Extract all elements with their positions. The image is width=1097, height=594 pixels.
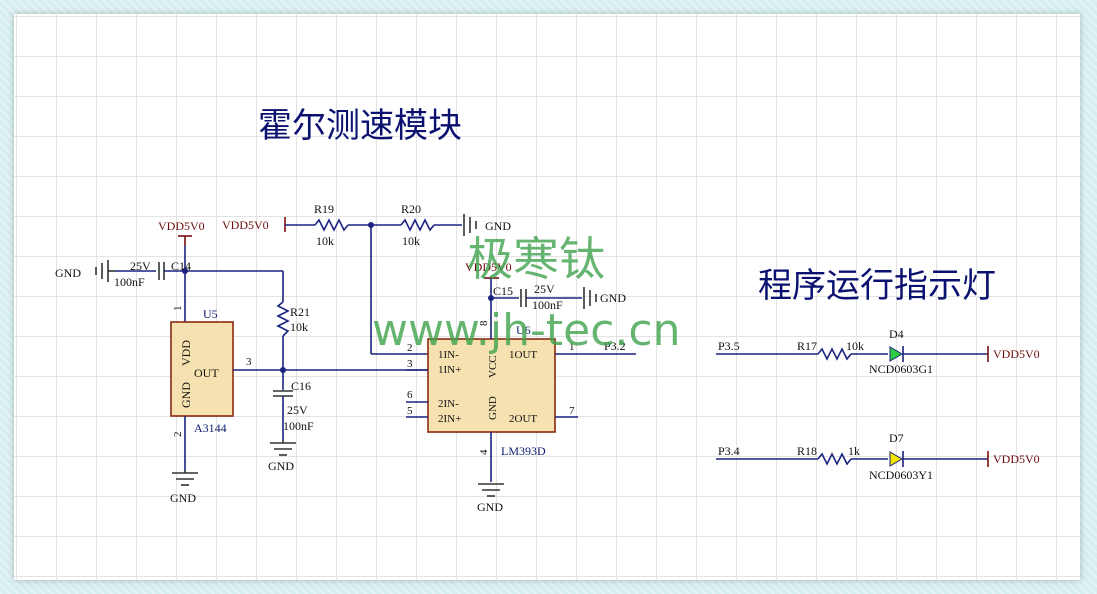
u6-pin3-num: 3: [407, 358, 413, 370]
u5-pin2-num: 2: [172, 432, 184, 438]
r19-ref: R19: [314, 202, 334, 216]
d7-led: [889, 451, 903, 467]
u6-pin1-num: 1: [569, 341, 575, 353]
u6-pin7-num: 7: [569, 405, 575, 417]
vdd-label-r19: VDD5V0: [222, 218, 269, 232]
r18-ref: R18: [797, 444, 817, 458]
r17-ref: R17: [797, 339, 817, 353]
vdd-label-u6: VDD5V0: [465, 260, 512, 274]
u5-part: A3144: [194, 421, 227, 435]
c14-ref: C14: [171, 259, 191, 273]
r21-ref: R21: [290, 305, 310, 319]
u6-in2p: 2IN+: [438, 413, 461, 425]
u5-ref: U5: [203, 307, 218, 321]
schematic-sheet: [14, 14, 1080, 580]
r20-resistor: [400, 218, 435, 232]
gnd-label-c15: GND: [600, 291, 626, 305]
c14-value: 100nF: [114, 275, 145, 289]
u6-out1: 1OUT: [509, 349, 537, 361]
d4-part: NCD0603G1: [869, 362, 933, 376]
vdd-label-u5: VDD5V0: [158, 219, 205, 233]
u6-ref: U6: [516, 323, 531, 337]
gnd-label-r20: GND: [485, 219, 511, 233]
vdd-label-d7: VDD5V0: [993, 452, 1040, 466]
u6-out2: 2OUT: [509, 413, 537, 425]
c15-ref: C15: [493, 284, 513, 298]
d7-ref: D7: [889, 431, 904, 445]
indicator-title: 程序运行指示灯: [758, 266, 996, 306]
c15-voltage: 25V: [534, 282, 555, 296]
u6-part: LM393D: [501, 444, 546, 458]
u6-pin8-num: 8: [478, 320, 490, 326]
p35-net-label: P3.5: [718, 339, 740, 353]
r21-resistor: [276, 301, 290, 337]
u6-body: [427, 338, 556, 433]
p34-net-label: P3.4: [718, 444, 740, 458]
u5-pin3-num: 3: [246, 356, 252, 368]
r19-value: 10k: [316, 234, 334, 248]
d4-led: [889, 346, 903, 362]
gnd-label-c14: GND: [55, 266, 81, 280]
watermark-brand: 极寒钛: [467, 232, 605, 286]
u6-vcc: VCC: [487, 355, 499, 378]
u5-vdd-pin: VDD: [179, 340, 193, 366]
u6-pin2-num: 2: [407, 342, 413, 354]
r17-resistor: [817, 347, 852, 361]
r17-value: 10k: [846, 339, 864, 353]
gnd-label-c16: GND: [268, 459, 294, 473]
u6-pin4-num: 4: [478, 449, 490, 455]
d4-ref: D4: [889, 327, 904, 341]
c15-value: 100nF: [532, 298, 563, 312]
r18-value: 1k: [848, 444, 860, 458]
watermark-url: www.jh-tec.cn: [372, 305, 680, 356]
p32-net-label: P3.2: [604, 339, 626, 353]
r19-resistor: [314, 218, 349, 232]
u5-pin1-num: 1: [172, 306, 184, 312]
u5-body: [170, 321, 234, 417]
u6-in1m: 1IN-: [438, 349, 459, 361]
r21-value: 10k: [290, 320, 308, 334]
r18-resistor: [817, 452, 852, 466]
u6-in2m: 2IN-: [438, 398, 459, 410]
r20-value: 10k: [402, 234, 420, 248]
u6-gnd: GND: [487, 396, 499, 420]
vdd-label-d4: VDD5V0: [993, 347, 1040, 361]
c16-voltage: 25V: [287, 403, 308, 417]
r20-ref: R20: [401, 202, 421, 216]
hall-module-title: 霍尔测速模块: [258, 106, 462, 146]
u6-pin6-num: 6: [407, 389, 413, 401]
d7-part: NCD0603Y1: [869, 468, 933, 482]
u6-pin5-num: 5: [407, 405, 413, 417]
gnd-label-u6: GND: [477, 500, 503, 514]
u6-in1p: 1IN+: [438, 364, 461, 376]
u5-out-pin: OUT: [194, 366, 219, 380]
gnd-label-u5: GND: [170, 491, 196, 505]
u5-gnd-pin: GND: [179, 382, 193, 408]
c16-ref: C16: [291, 379, 311, 393]
c16-value: 100nF: [283, 419, 314, 433]
c14-voltage: 25V: [130, 259, 151, 273]
